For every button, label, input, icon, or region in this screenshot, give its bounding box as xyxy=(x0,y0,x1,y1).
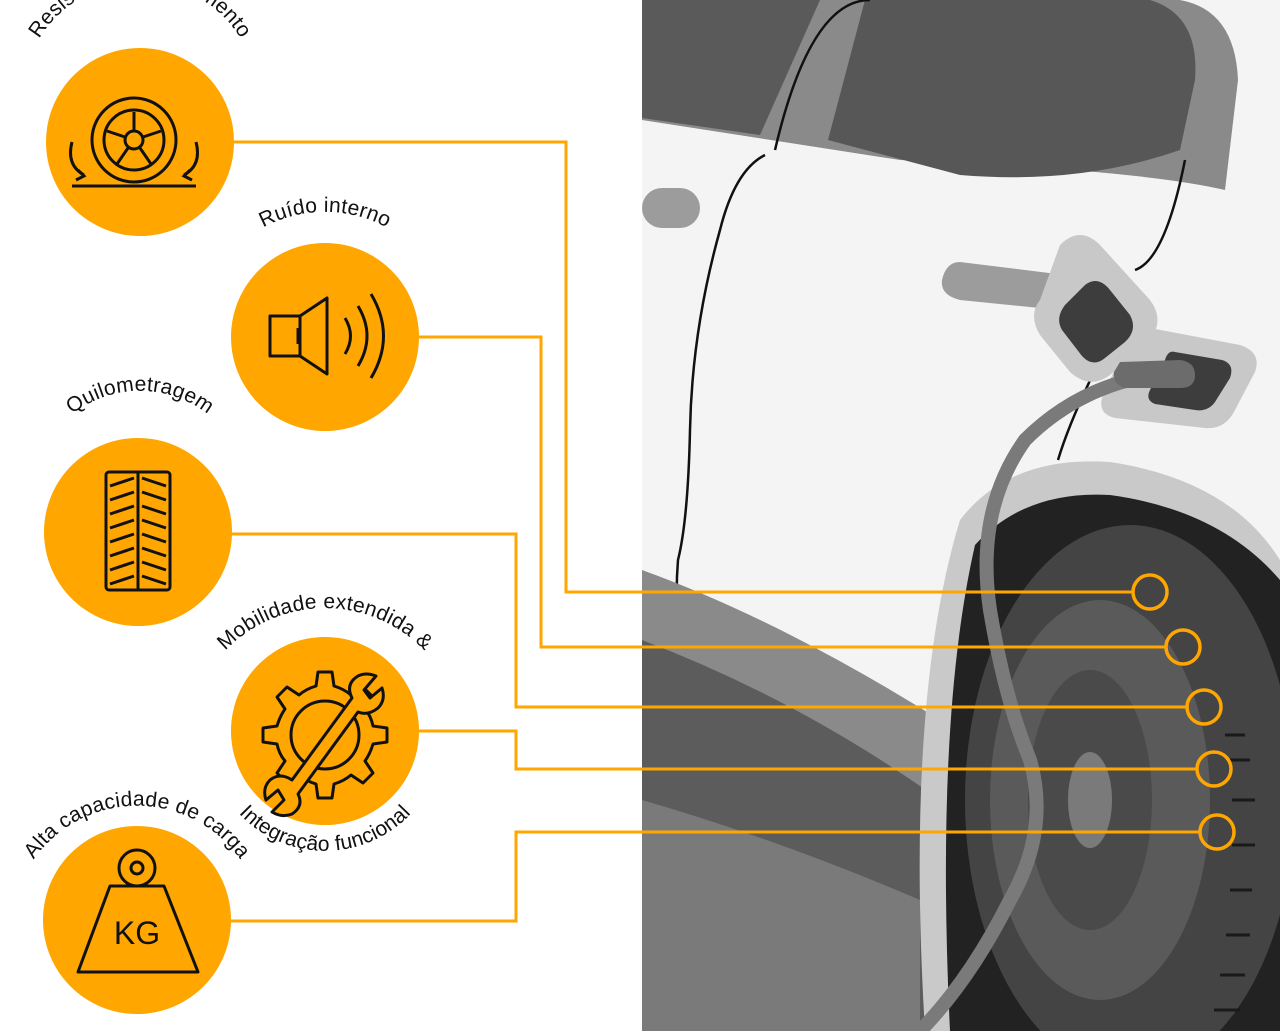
connector-line-load-capacity xyxy=(231,830,1200,923)
target-marker-load-capacity xyxy=(1198,813,1236,851)
tire-tread-icon xyxy=(104,470,172,592)
kg-weight-icon xyxy=(76,848,200,974)
kg-label: KG xyxy=(114,915,160,951)
target-marker-mileage xyxy=(1185,688,1223,726)
speaker-sound-icon xyxy=(268,293,385,379)
feature-label-internal-noise: Ruído interno xyxy=(255,194,394,232)
connector-line-extended-mobility xyxy=(418,729,1197,771)
feature-circle xyxy=(231,243,419,431)
target-marker-extended-mobility xyxy=(1195,750,1233,788)
feature-mileage: Quilometragem xyxy=(44,373,232,626)
rear-handle xyxy=(642,188,700,228)
gear-wrench-icon xyxy=(261,670,389,818)
feature-rolling-resistance: Resistência ao rolamento xyxy=(24,0,256,236)
feature-load-capacity: Alta capacidade de carga KG xyxy=(19,788,255,1014)
connector-line-internal-noise xyxy=(418,335,1166,649)
feature-extended-mobility: Mobilidade extendida & Integração funcio… xyxy=(213,590,437,856)
charging-plug xyxy=(1113,360,1195,388)
charging-cable xyxy=(913,365,1182,1031)
lower-panel-bottom xyxy=(642,800,920,1031)
target-marker-internal-noise xyxy=(1164,628,1202,666)
svg-text:Ruído interno: Ruído interno xyxy=(255,194,394,232)
connector-lines xyxy=(231,140,1200,923)
charge-door-inner xyxy=(1059,281,1134,363)
feature-label-rolling-resistance: Resistência ao rolamento xyxy=(24,0,256,42)
tire-rolling-icon xyxy=(69,96,199,188)
door-seam-top xyxy=(773,0,871,151)
feature-circle xyxy=(43,826,231,1014)
wheel-hub xyxy=(1068,752,1112,848)
svg-text:Resistência ao rolamento: Resistência ao rolamento xyxy=(24,0,256,42)
connector-line-mileage xyxy=(231,532,1187,709)
target-markers xyxy=(1131,573,1236,851)
feature-label-mileage: Quilometragem xyxy=(62,373,218,418)
connector-line-rolling-resistance xyxy=(234,140,1133,594)
car-window-front xyxy=(828,0,1196,178)
target-marker-rolling-resistance xyxy=(1131,573,1169,611)
svg-text:Quilometragem: Quilometragem xyxy=(62,373,218,418)
tread-marks xyxy=(1214,733,1255,1012)
car-illustration xyxy=(642,0,1280,1031)
feature-circle xyxy=(46,48,234,236)
feature-internal-noise: Ruído interno xyxy=(231,194,419,431)
door-seam xyxy=(675,153,766,656)
car-window-rear xyxy=(642,0,820,135)
